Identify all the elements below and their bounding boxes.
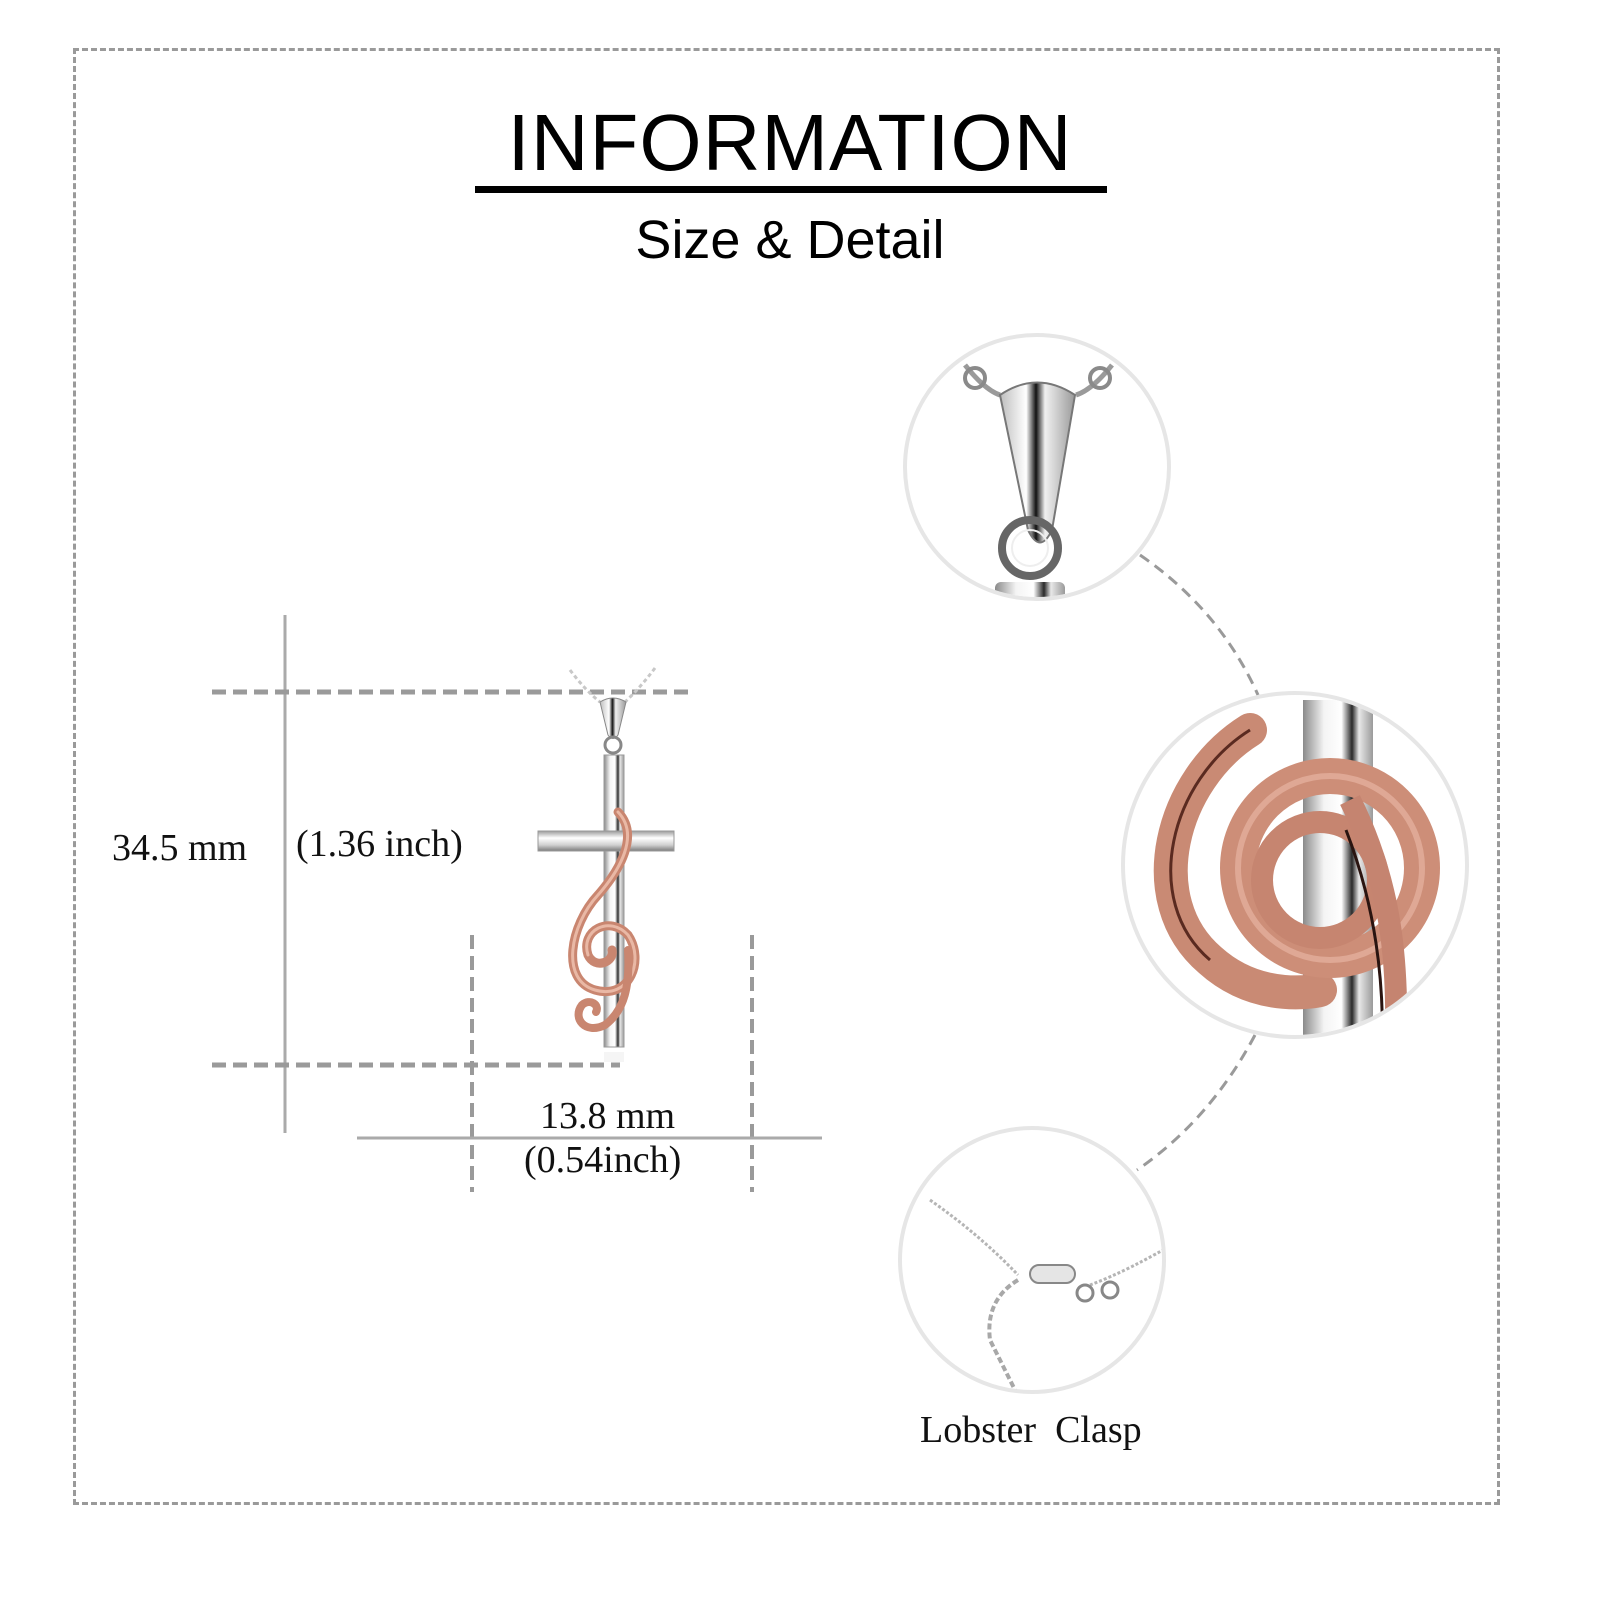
width-inch-label: (0.54inch): [524, 1139, 682, 1181]
detail-circle-bail: [903, 333, 1171, 601]
page-subtitle: Size & Detail: [635, 210, 945, 270]
detail-circle-clasp: [898, 1126, 1166, 1394]
connector-bottom: [1136, 1034, 1257, 1172]
connector-top: [1139, 553, 1260, 696]
detail-circle-clef: [1121, 691, 1469, 1039]
height-inch-label: (1.36 inch): [296, 823, 463, 865]
title-underline: [475, 186, 1107, 193]
width-mm-label: 13.8 mm: [540, 1095, 676, 1137]
dashed-frame: [73, 48, 1500, 1505]
page-title: INFORMATION: [507, 98, 1073, 187]
pendant-image: [537, 667, 675, 1062]
lobster-clasp-label: Lobster Clasp: [920, 1409, 1142, 1451]
measurement-guides: [212, 615, 822, 1192]
height-mm-label: 34.5 mm: [112, 827, 248, 869]
